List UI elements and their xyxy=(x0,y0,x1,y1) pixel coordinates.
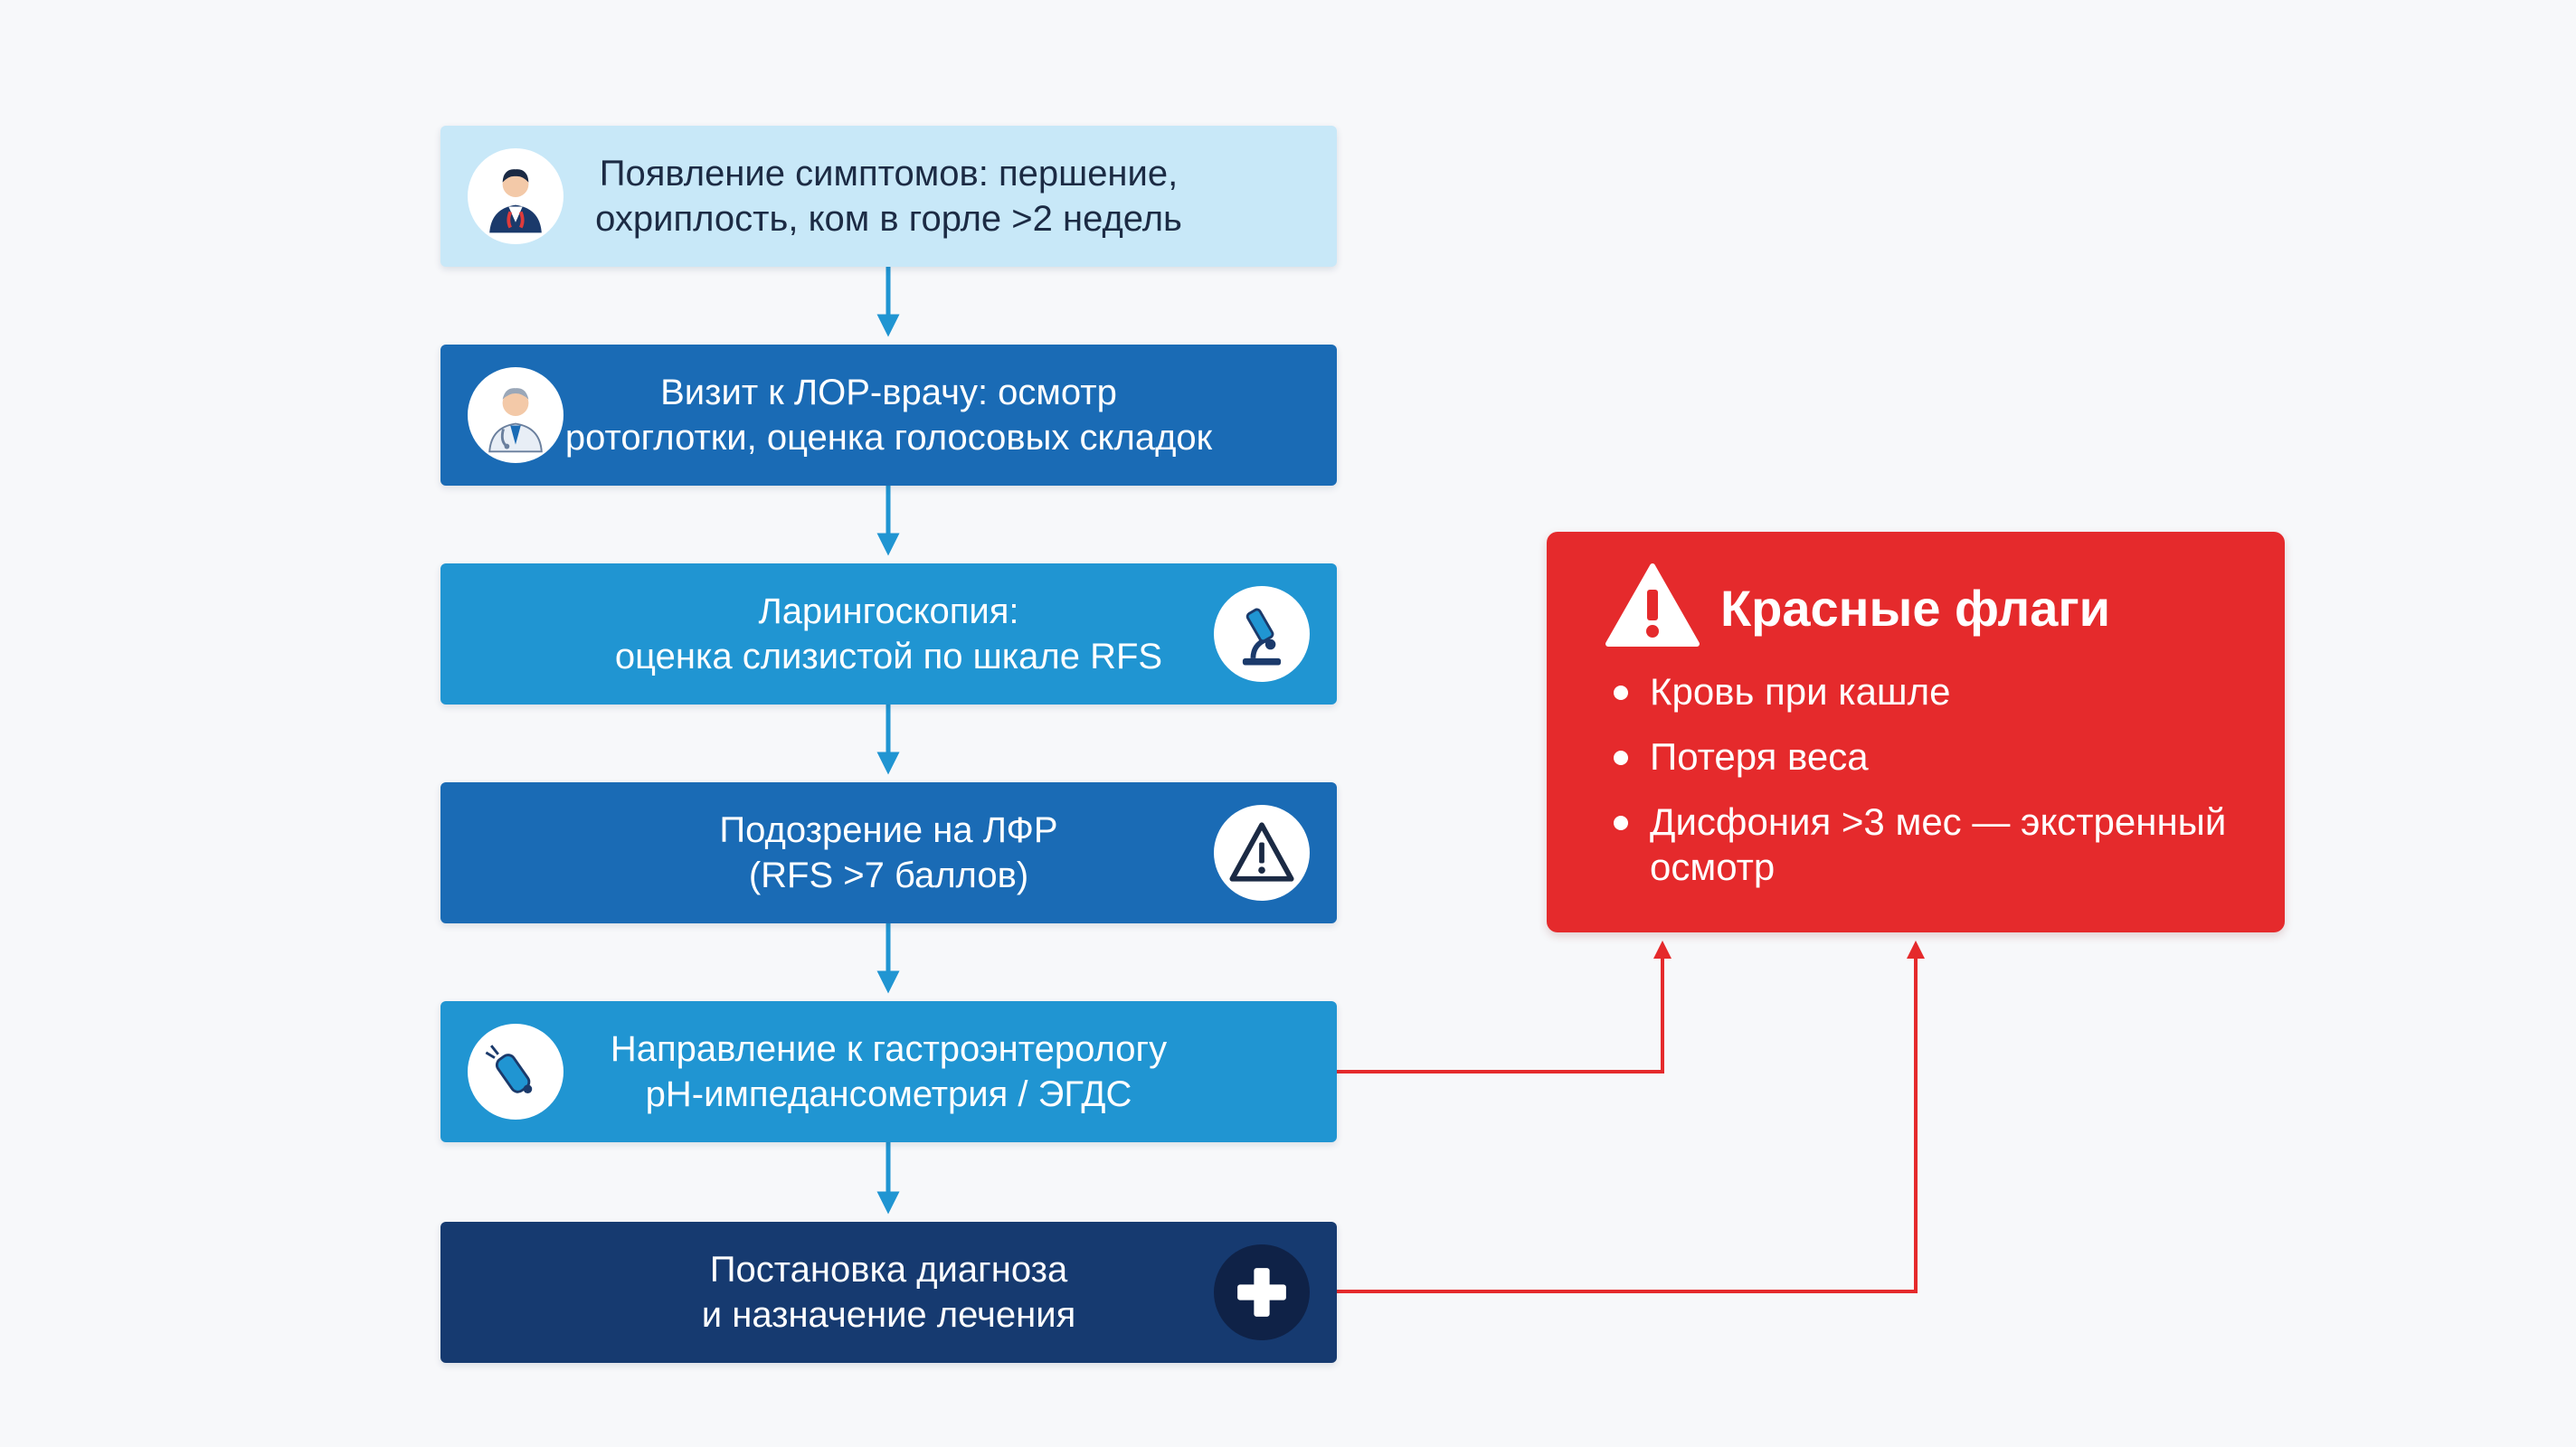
step-text: Ларингоскопия: оценка слизистой по шкале… xyxy=(615,589,1162,679)
step-line: Постановка диагноза xyxy=(709,1250,1068,1290)
alert-triangle-icon xyxy=(1605,563,1700,647)
step-text: Визит к ЛОР-врачу: осмотр ротоглотки, оц… xyxy=(565,370,1212,460)
step-laryngoscopy: Ларингоскопия: оценка слизистой по шкале… xyxy=(440,563,1337,705)
warning-icon xyxy=(1214,805,1310,901)
step-line: Появление симптомов: першение, xyxy=(599,154,1179,194)
step-ent-visit: Визит к ЛОР-врачу: осмотр ротоглотки, оц… xyxy=(440,345,1337,486)
red-flag-item: Кровь при кашле xyxy=(1610,669,2252,714)
bullet-icon xyxy=(1614,686,1628,700)
red-connector-diagnosis xyxy=(1337,941,1925,1293)
microscope-icon xyxy=(1214,586,1310,682)
red-flags-panel: Красные флаги Кровь при кашле Потеря вес… xyxy=(1547,532,2285,932)
step-gastro-referral: Направление к гастроэнтерологу pH-импеда… xyxy=(440,1001,1337,1142)
step-line: (RFS >7 баллов) xyxy=(748,856,1029,895)
red-flag-item: Дисфония >3 мес — экстренный осмотр xyxy=(1610,799,2252,890)
step-text: Подозрение на ЛФР (RFS >7 баллов) xyxy=(719,808,1057,898)
step-line: Ларингоскопия: xyxy=(758,591,1019,631)
red-flags-list: Кровь при кашле Потеря веса Дисфония >3 … xyxy=(1610,669,2252,910)
step-text: Постановка диагноза и назначение лечения xyxy=(702,1247,1075,1338)
red-flag-item: Потеря веса xyxy=(1610,734,2252,780)
step-line: охриплость, ком в горле >2 недель xyxy=(595,199,1182,239)
step-text: Направление к гастроэнтерологу pH-импеда… xyxy=(611,1026,1167,1117)
patient-icon xyxy=(468,148,564,244)
step-text: Появление симптомов: першение, охриплост… xyxy=(595,151,1182,241)
step-diagnosis: Постановка диагноза и назначение лечения xyxy=(440,1222,1337,1363)
step-line: и назначение лечения xyxy=(701,1295,1076,1335)
step-suspicion: Подозрение на ЛФР (RFS >7 баллов) xyxy=(440,782,1337,923)
red-connector-referral xyxy=(1337,941,1672,1073)
step-line: Визит к ЛОР-врачу: осмотр xyxy=(660,373,1117,412)
medical-cross-icon xyxy=(1214,1244,1310,1340)
red-flag-text: Дисфония >3 мес — экстренный осмотр xyxy=(1650,800,2227,888)
step-line: Направление к гастроэнтерологу xyxy=(610,1029,1168,1069)
red-flags-title: Красные флаги xyxy=(1720,580,2111,637)
red-flag-text: Потеря веса xyxy=(1650,735,1869,778)
doctor-icon xyxy=(468,367,564,463)
step-symptoms: Появление симптомов: першение, охриплост… xyxy=(440,126,1337,267)
probe-icon xyxy=(468,1024,564,1120)
bullet-icon xyxy=(1614,816,1628,830)
step-line: Подозрение на ЛФР xyxy=(719,810,1058,850)
step-line: оценка слизистой по шкале RFS xyxy=(614,637,1163,676)
step-line: pH-импедансометрия / ЭГДС xyxy=(645,1074,1132,1114)
step-line: ротоглотки, оценка голосовых складок xyxy=(564,418,1213,458)
red-flag-text: Кровь при кашле xyxy=(1650,670,1951,713)
bullet-icon xyxy=(1614,751,1628,765)
